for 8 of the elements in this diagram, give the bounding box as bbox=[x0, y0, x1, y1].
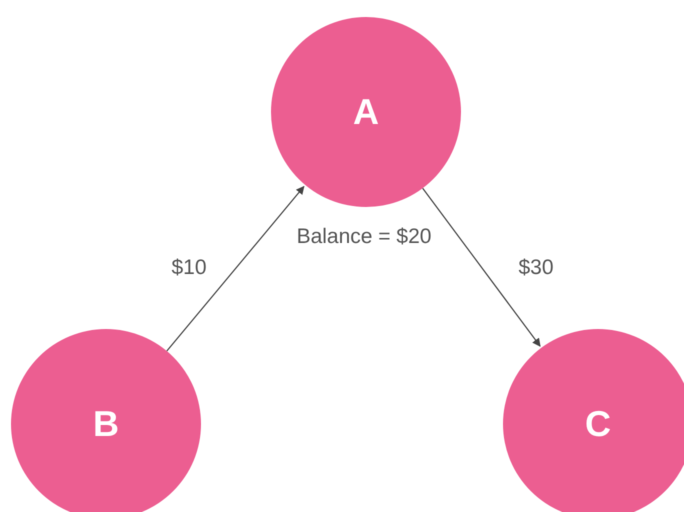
node-label: B bbox=[93, 403, 119, 445]
arrow bbox=[166, 186, 304, 352]
node-label: A bbox=[353, 91, 379, 133]
arrow bbox=[422, 188, 541, 347]
edge-label: $10 bbox=[171, 256, 207, 280]
edge-label: $30 bbox=[518, 256, 554, 280]
balance-note: Balance = $20 bbox=[296, 225, 432, 249]
node-label: C bbox=[585, 403, 611, 445]
